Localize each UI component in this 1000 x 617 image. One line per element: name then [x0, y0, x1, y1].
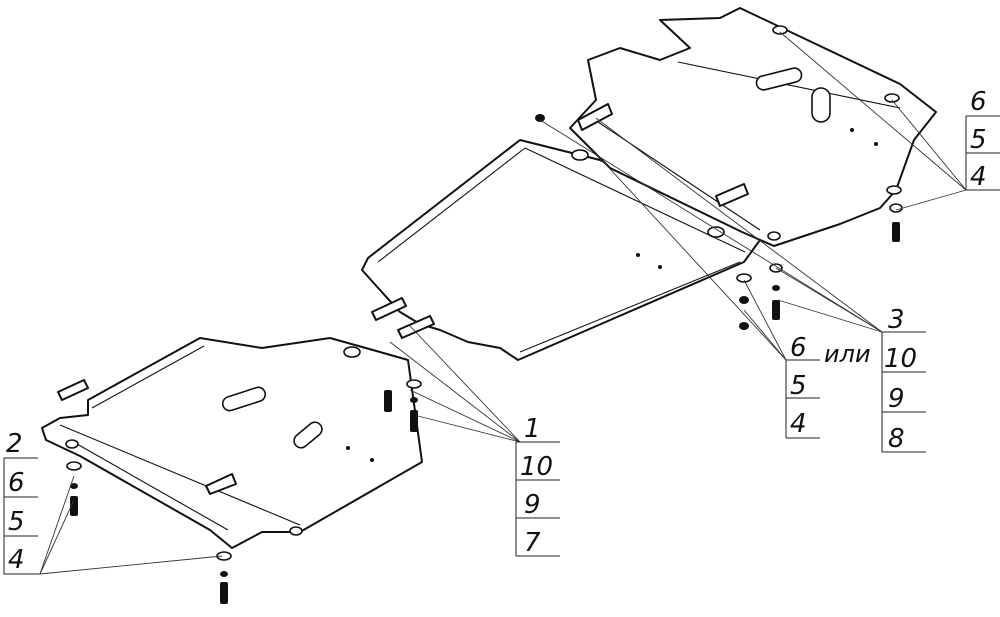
callout-group-right: 3 10 9 8 — [881, 305, 926, 454]
callout-group-center: 6 5 4 или — [785, 333, 871, 439]
callout-center-2: 5 — [790, 371, 807, 401]
callout-middle-2: 10 — [520, 452, 553, 482]
callout-top-right-2: 5 — [970, 125, 987, 155]
callout-center-1: 6 — [790, 333, 807, 363]
callout-middle-1: 1 — [524, 414, 541, 444]
callout-right-2: 10 — [884, 344, 917, 374]
callout-right-4: 8 — [888, 424, 905, 454]
callout-left-1: 2 — [6, 429, 23, 459]
callout-right-1: 3 — [888, 305, 905, 335]
callout-middle-3: 9 — [524, 490, 541, 520]
callout-group-left: 2 6 5 4 — [3, 429, 40, 575]
callout-center-3: 4 — [790, 409, 807, 439]
right-skid-plate — [569, 7, 937, 247]
hardware-center — [736, 263, 783, 330]
callout-top-right-3: 4 — [970, 162, 987, 192]
callout-middle-4: 7 — [524, 528, 541, 558]
hardware-left — [66, 461, 232, 604]
hardware-middle — [384, 379, 422, 432]
callout-group-middle: 1 10 9 7 — [515, 414, 560, 558]
left-skid-plate — [41, 337, 423, 549]
callout-right-3: 9 — [888, 384, 905, 414]
callout-left-2: 6 — [8, 468, 25, 498]
callout-group-top-right: 6 5 4 — [965, 87, 1000, 192]
callout-left-4: 4 — [8, 545, 25, 575]
callout-top-right-1: 6 — [970, 87, 987, 117]
or-word: или — [824, 340, 871, 368]
callout-left-3: 5 — [8, 507, 25, 537]
leader-lines — [39, 31, 967, 575]
